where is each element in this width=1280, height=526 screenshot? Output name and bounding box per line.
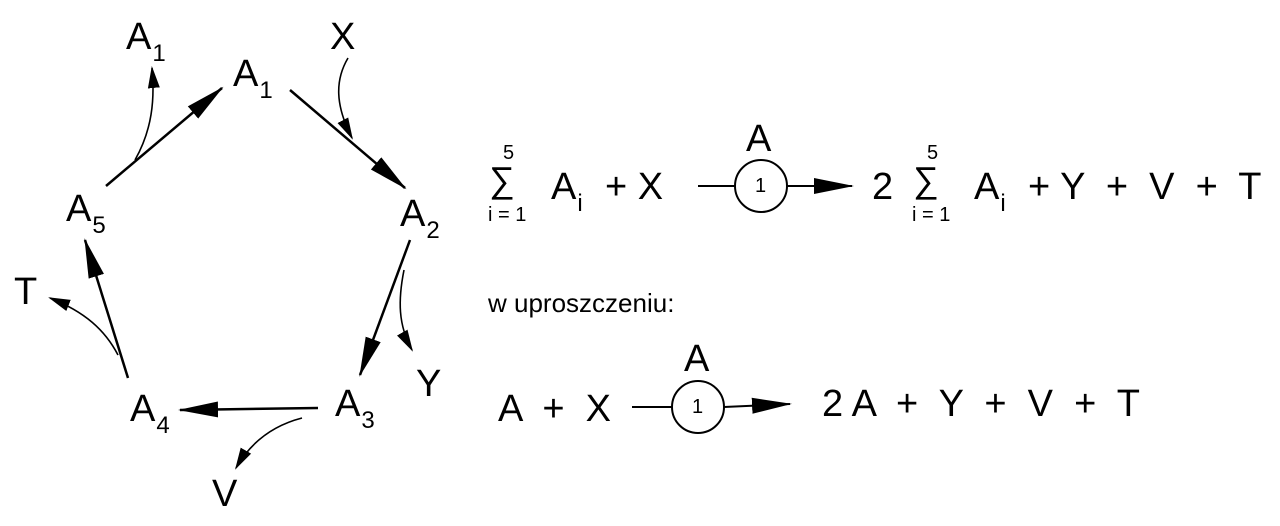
eq1-rhs-sum-lower: i = 1 bbox=[912, 204, 951, 226]
node-a2: A2 bbox=[400, 193, 440, 244]
curved-arrow-x-in bbox=[337, 57, 353, 140]
label-t-out: T bbox=[14, 271, 38, 313]
eq1-rhs-rest: + Y + V + T bbox=[1028, 166, 1262, 208]
eq1-coef: 2 bbox=[872, 166, 894, 208]
node-a5: A5 bbox=[66, 188, 106, 239]
eq1-rhs-sum-upper: 5 bbox=[927, 142, 939, 164]
eq1-catalyst: A bbox=[746, 118, 772, 160]
eq1-rhs-term: Ai bbox=[974, 166, 1006, 217]
label-a1-out: A1 bbox=[126, 16, 166, 67]
arrow-a4-a5 bbox=[83, 238, 130, 379]
eq2-arrow-head bbox=[723, 397, 792, 414]
label-v-out: V bbox=[212, 473, 238, 515]
label-y-out: Y bbox=[416, 363, 442, 405]
eq1-sum-upper: 5 bbox=[503, 142, 515, 164]
node-a3: A3 bbox=[335, 383, 375, 434]
eq2-circle-label: 1 bbox=[692, 396, 704, 418]
arrow-a5-a1 bbox=[105, 86, 224, 187]
node-a4: A4 bbox=[130, 388, 170, 439]
eq1-sum-symbol: ∑ bbox=[489, 159, 515, 200]
eq1-sum-lower: i = 1 bbox=[488, 204, 527, 226]
eq2-rhs: 2 A + Y + V + T bbox=[822, 383, 1140, 425]
label-x-in: X bbox=[330, 16, 356, 58]
node-a1: A1 bbox=[233, 53, 273, 104]
eq1-plus-x: + X bbox=[605, 166, 664, 208]
curved-arrow-y-out bbox=[396, 269, 413, 352]
arrow-a1-a2 bbox=[289, 89, 407, 190]
simplified-label: w uproszczeniu: bbox=[488, 288, 675, 318]
eq2-catalyst: A bbox=[684, 338, 710, 380]
curved-arrow-t-out bbox=[48, 297, 119, 356]
arrow-a2-a3 bbox=[358, 239, 412, 377]
eq1-rhs-sum-symbol: ∑ bbox=[913, 159, 939, 200]
eq1-circle-label: 1 bbox=[755, 175, 767, 197]
eq1-term: Ai bbox=[551, 166, 583, 217]
arrow-a3-a4 bbox=[178, 401, 319, 418]
curved-arrow-v-out bbox=[235, 417, 303, 470]
eq2-lhs: A + X bbox=[498, 388, 612, 430]
curved-arrow-a1-out bbox=[134, 66, 160, 161]
